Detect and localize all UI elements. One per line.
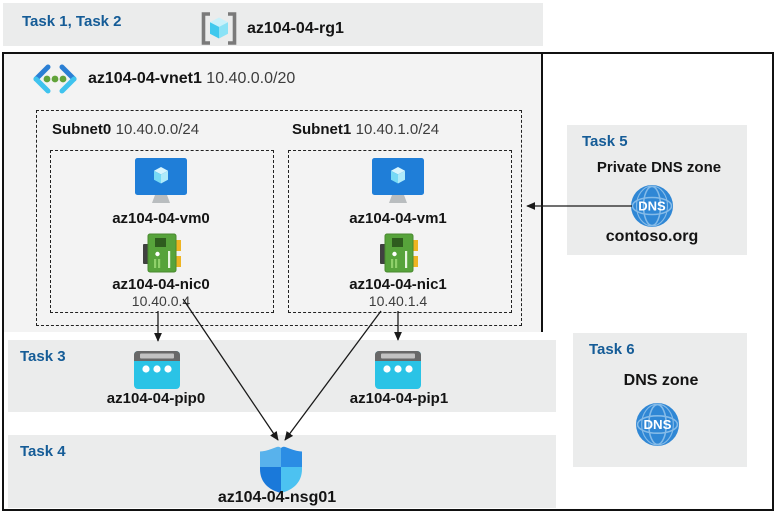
svg-text:DNS: DNS	[638, 199, 666, 214]
pip1-name: az104-04-pip1	[349, 390, 449, 407]
subnet1-label: Subnet1 10.40.1.0/24	[292, 121, 439, 139]
subnet0-name: Subnet0	[52, 121, 112, 138]
dns-zone-title: DNS zone	[623, 372, 699, 389]
task-1-2-label: Task 1, Task 2	[22, 13, 122, 30]
nic0-ip: 10.40.0.4	[131, 293, 191, 309]
vnet-cidr: 10.40.0.0/20	[206, 70, 296, 87]
nsg-name: az104-04-nsg01	[217, 489, 337, 506]
svg-text:DNS: DNS	[643, 417, 671, 432]
nic1-ip: 10.40.1.4	[368, 293, 428, 309]
task-4-label: Task 4	[20, 443, 66, 460]
subnet0-cidr: 10.40.0.0/24	[115, 121, 200, 138]
nic0-name: az104-04-nic0	[112, 276, 210, 293]
private-dns-zone-icon: DNS	[630, 184, 674, 233]
task-3-band	[8, 340, 556, 412]
public-ip-icon	[374, 347, 422, 398]
vnet-name: az104-04-vnet1	[88, 70, 202, 87]
subnet1-cidr: 10.40.1.0/24	[355, 121, 440, 138]
vm-icon	[371, 157, 425, 210]
nic-icon	[143, 233, 181, 278]
nic1-name: az104-04-nic1	[349, 276, 447, 293]
vnet-title: az104-04-vnet1 10.40.0.0/20	[88, 70, 295, 88]
pip0-name: az104-04-pip0	[106, 390, 206, 407]
vm1-name: az104-04-vm1	[349, 210, 447, 227]
vm0-name: az104-04-vm0	[112, 210, 210, 227]
subnet1-group-box	[288, 150, 512, 313]
resource-group-name: az104-04-rg1	[247, 20, 344, 37]
subnet0-group-box	[50, 150, 274, 313]
nic-icon	[380, 233, 418, 278]
subnets-container	[36, 110, 522, 326]
private-dns-zone-title: Private DNS zone	[596, 159, 722, 176]
private-dns-zone-name: contoso.org	[605, 228, 699, 245]
virtual-network-icon	[31, 63, 79, 100]
task-1-2-band	[3, 3, 543, 46]
task-5-label: Task 5	[582, 133, 628, 150]
vm-icon	[134, 157, 188, 210]
task-3-label: Task 3	[20, 348, 66, 365]
resource-group-icon	[199, 11, 239, 51]
public-ip-icon	[133, 347, 181, 398]
subnet1-name: Subnet1	[292, 121, 352, 138]
dns-zone-icon: DNS	[635, 402, 680, 452]
subnet0-label: Subnet0 10.40.0.0/24	[52, 121, 199, 139]
task-6-label: Task 6	[589, 341, 635, 358]
nsg-shield-icon	[256, 442, 306, 499]
